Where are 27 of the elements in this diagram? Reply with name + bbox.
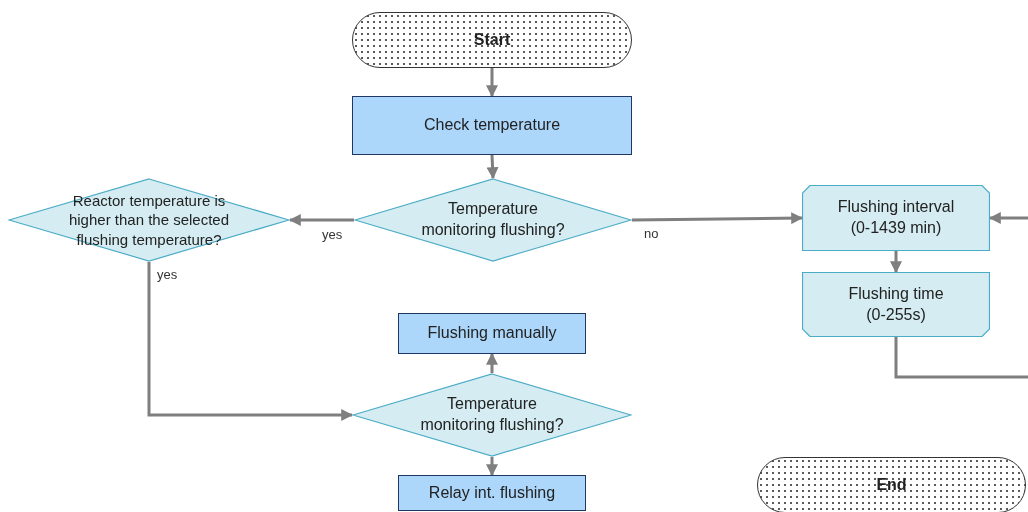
node-text: Start bbox=[473, 29, 511, 50]
arrow bbox=[486, 68, 498, 98]
terminal-box bbox=[352, 12, 632, 68]
arrow bbox=[486, 457, 498, 477]
terminal-box bbox=[757, 457, 1026, 512]
node-text: Flushing interval (0-1439 min) bbox=[836, 197, 956, 238]
node-text: Relay int. flushing bbox=[428, 482, 556, 503]
process-box bbox=[398, 313, 586, 354]
decision-diamond bbox=[352, 373, 632, 457]
node-text: Reactor temperature is higher than the selected flushing temperature? bbox=[67, 190, 231, 250]
arrow bbox=[486, 352, 498, 373]
node-text: Flushing manually bbox=[427, 323, 557, 344]
node-text: End bbox=[876, 474, 907, 495]
node-text: Check temperature bbox=[423, 115, 561, 136]
process-box bbox=[802, 272, 990, 337]
arrow bbox=[890, 251, 902, 274]
arrow bbox=[486, 154, 499, 180]
process-box bbox=[398, 475, 586, 511]
node-text: Flushing time (0-255s) bbox=[847, 283, 945, 325]
decision-diamond bbox=[8, 178, 290, 262]
node-text: Temperature monitoring flushing? bbox=[419, 394, 565, 435]
decision-diamond bbox=[354, 178, 632, 262]
process-box bbox=[352, 96, 632, 155]
arrow bbox=[288, 214, 354, 226]
arrow bbox=[147, 262, 354, 421]
process-box bbox=[802, 185, 990, 251]
node-text: Temperature monitoring flushing? bbox=[420, 199, 566, 240]
